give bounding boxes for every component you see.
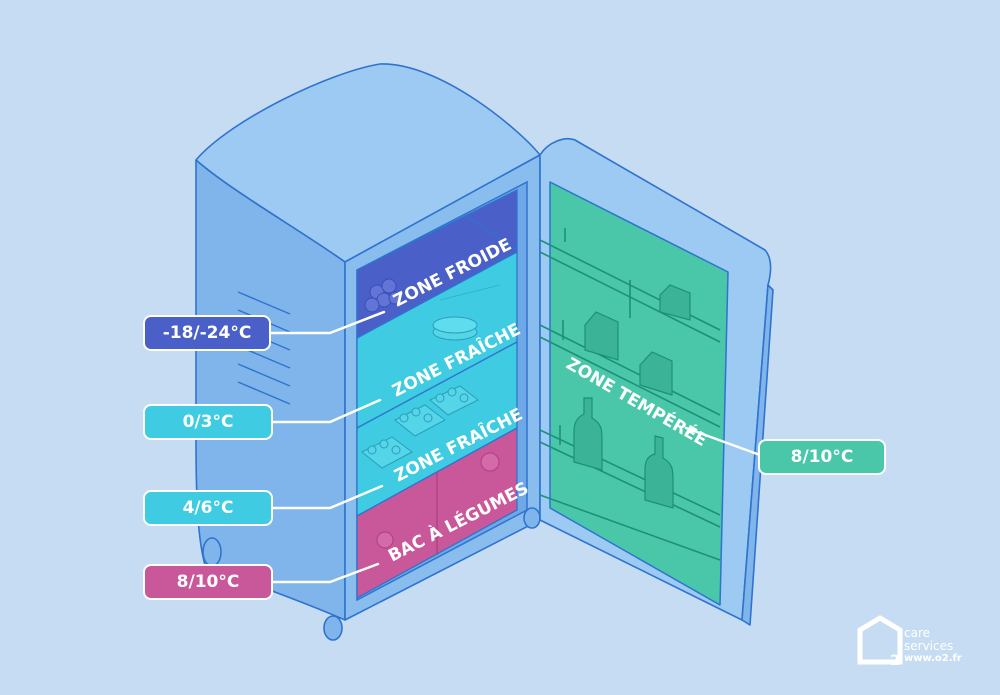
leader-lines (268, 310, 762, 584)
temp-badge-temperee: 8/10°C (758, 439, 886, 475)
temp-badge-fraiche-upper: 0/3°C (143, 404, 273, 440)
temp-badge-froide: -18/-24°C (143, 315, 271, 351)
cheese-icon (432, 316, 478, 341)
svg-text:2: 2 (890, 653, 900, 669)
o2-logo-icon: 2 (857, 615, 903, 669)
vegetable-icon (480, 452, 500, 472)
egg-tray-icon (361, 385, 479, 469)
brand-services: services (904, 639, 954, 653)
brand-care: care (904, 626, 931, 640)
brand-url: www.o2.fr (904, 653, 962, 664)
temp-badge-legumes: 8/10°C (143, 564, 273, 600)
ice-cluster-icon (364, 278, 402, 313)
temp-badge-fraiche-lower: 4/6°C (143, 490, 273, 526)
bottle-icon (573, 397, 674, 509)
milk-carton-icon (584, 284, 691, 396)
